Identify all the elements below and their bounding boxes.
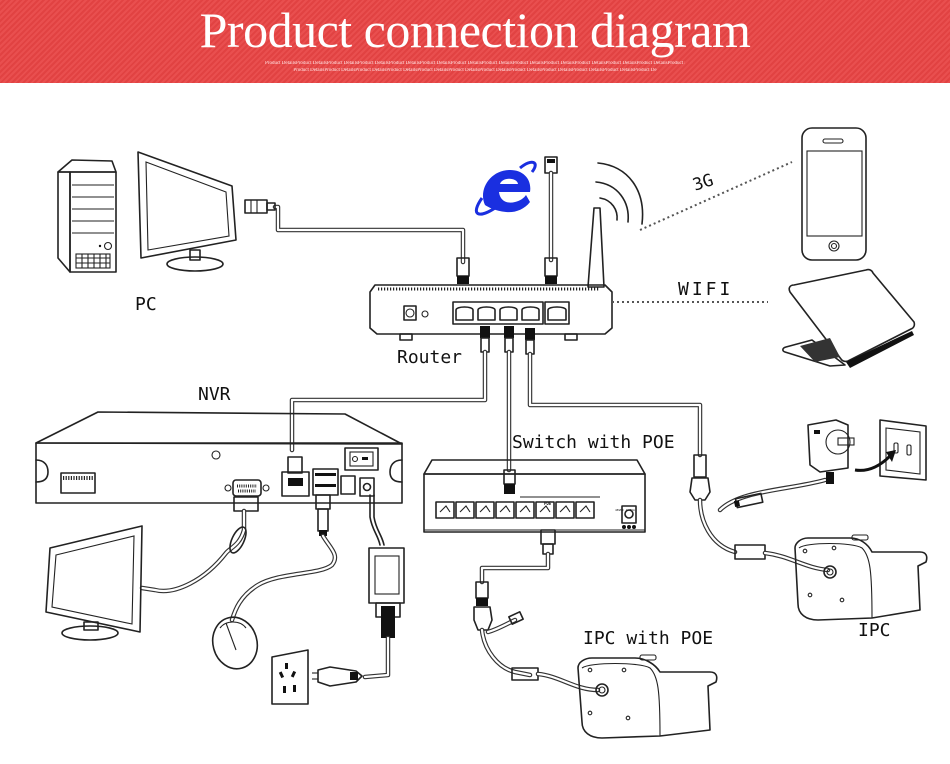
internet-explorer-icon <box>475 160 537 216</box>
connection-diagram: PC Router NVR Switch with POE IPC with P… <box>0 83 950 764</box>
mouse-icon <box>211 616 259 670</box>
pc-router-cable <box>244 199 470 284</box>
label-switch-power-tag: 48VDC 1.25A <box>615 508 635 512</box>
switch-ports <box>435 501 595 519</box>
nvr-cables <box>139 494 385 623</box>
ipc-wall-outlet-icon <box>854 419 927 481</box>
label-router: Router <box>397 347 463 368</box>
router-ipc-cable <box>689 454 831 573</box>
switch-ipc-poe-cable <box>473 529 601 693</box>
label-switch-with-poe: Switch with POE <box>512 432 675 453</box>
label-switch-poe-tag: POE <box>544 501 552 506</box>
smartphone-icon <box>801 127 867 261</box>
pc-monitor-icon <box>137 151 237 272</box>
wan-cable <box>544 156 558 284</box>
router-lan-cables <box>289 326 703 473</box>
poe-switch-icon <box>423 459 646 533</box>
wall-outlet-icon <box>271 649 309 705</box>
page-title: Product connection diagram <box>199 2 751 58</box>
router-icon <box>369 207 613 341</box>
laptop-icon <box>782 268 916 368</box>
label-pc: PC <box>135 294 157 315</box>
label-nvr: NVR <box>198 384 231 405</box>
header-banner: Product connection diagram Product Detai… <box>0 0 950 83</box>
ipc-poe-camera-icon <box>577 654 718 739</box>
label-ipc-with-poe: IPC with POE <box>583 628 714 649</box>
power-adapter-icon <box>362 547 405 680</box>
pc-tower-icon <box>57 159 117 273</box>
display-monitor-icon <box>45 525 143 641</box>
wireless-signal-icon <box>595 162 644 225</box>
label-ipc: IPC <box>858 620 891 641</box>
banner-subtitle-line-1: Product DetailsProduct DetailsProduct De… <box>265 61 685 66</box>
label-wifi: WIFI <box>678 279 734 300</box>
ipc-power-adapter-icon <box>807 419 855 484</box>
diagram-canvas <box>35 127 928 739</box>
ipc-camera-icon <box>794 534 928 621</box>
power-plug-icon <box>312 666 363 687</box>
banner-subtitle-line-2: Product DetailsProduct DetailsProduct De… <box>293 68 657 73</box>
nvr-icon <box>35 411 403 504</box>
3g-link-line <box>639 161 793 231</box>
